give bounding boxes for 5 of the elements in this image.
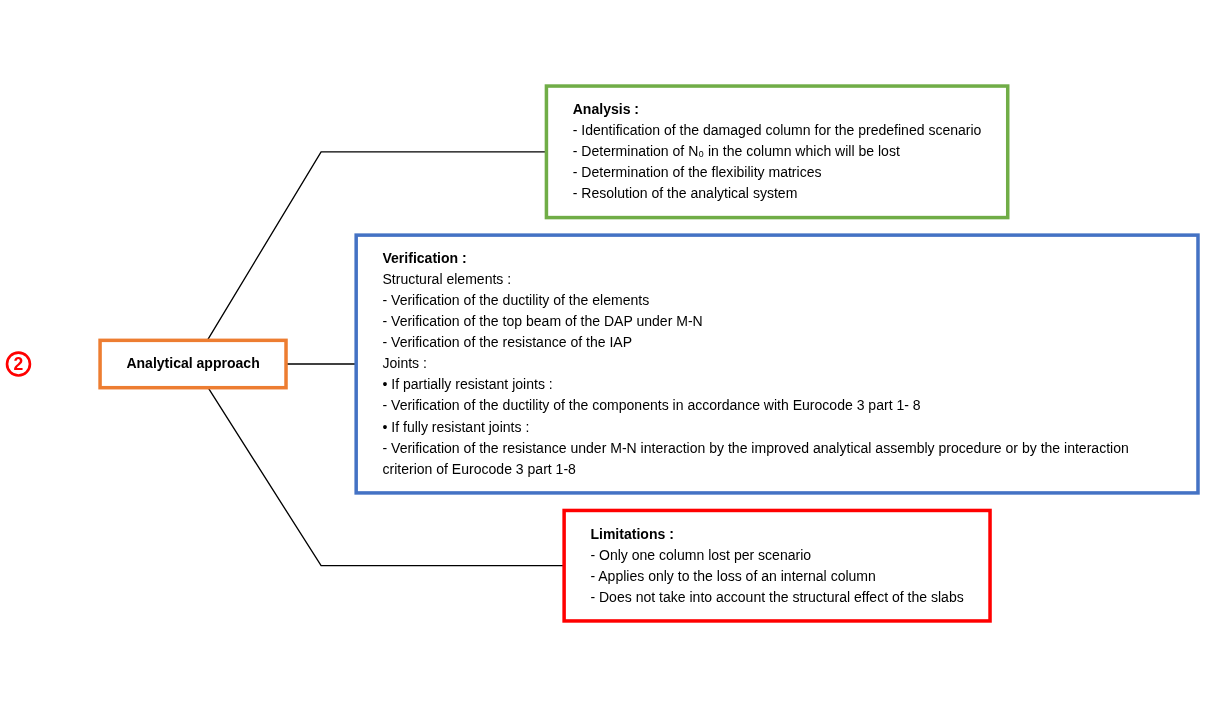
node-circle: 2 bbox=[5, 351, 32, 377]
node-box: Limitations : - Only one column lost per scenario - Applies only to the loss of an internal column - Does not take into account the structural effect of the slabs bbox=[562, 508, 992, 623]
node-box: Analytical approach bbox=[98, 338, 288, 390]
node-box: Analysis : - Identification of the damaged column for the predefined scenario - Determination of N₀ in the column which will be lost - Determination of the flexibility matrices - Resolution of the analytical system bbox=[544, 84, 1010, 220]
node-box: Verification : Structural elements : - Verification of the ductility of the elements - Verification of the top beam of the DAP under M-N - Verification of the resistance of the IAP Joints : • If partially resistant joints : - Verification of the ductility of the components in accordance with Eurocode 3 part 1- 8 • If fully resistant joints : - Verification of the resistance under M-N interaction by the improved analytical assembly procedure or by the interaction criterion of Eurocode 3 part 1-8 bbox=[354, 233, 1200, 495]
